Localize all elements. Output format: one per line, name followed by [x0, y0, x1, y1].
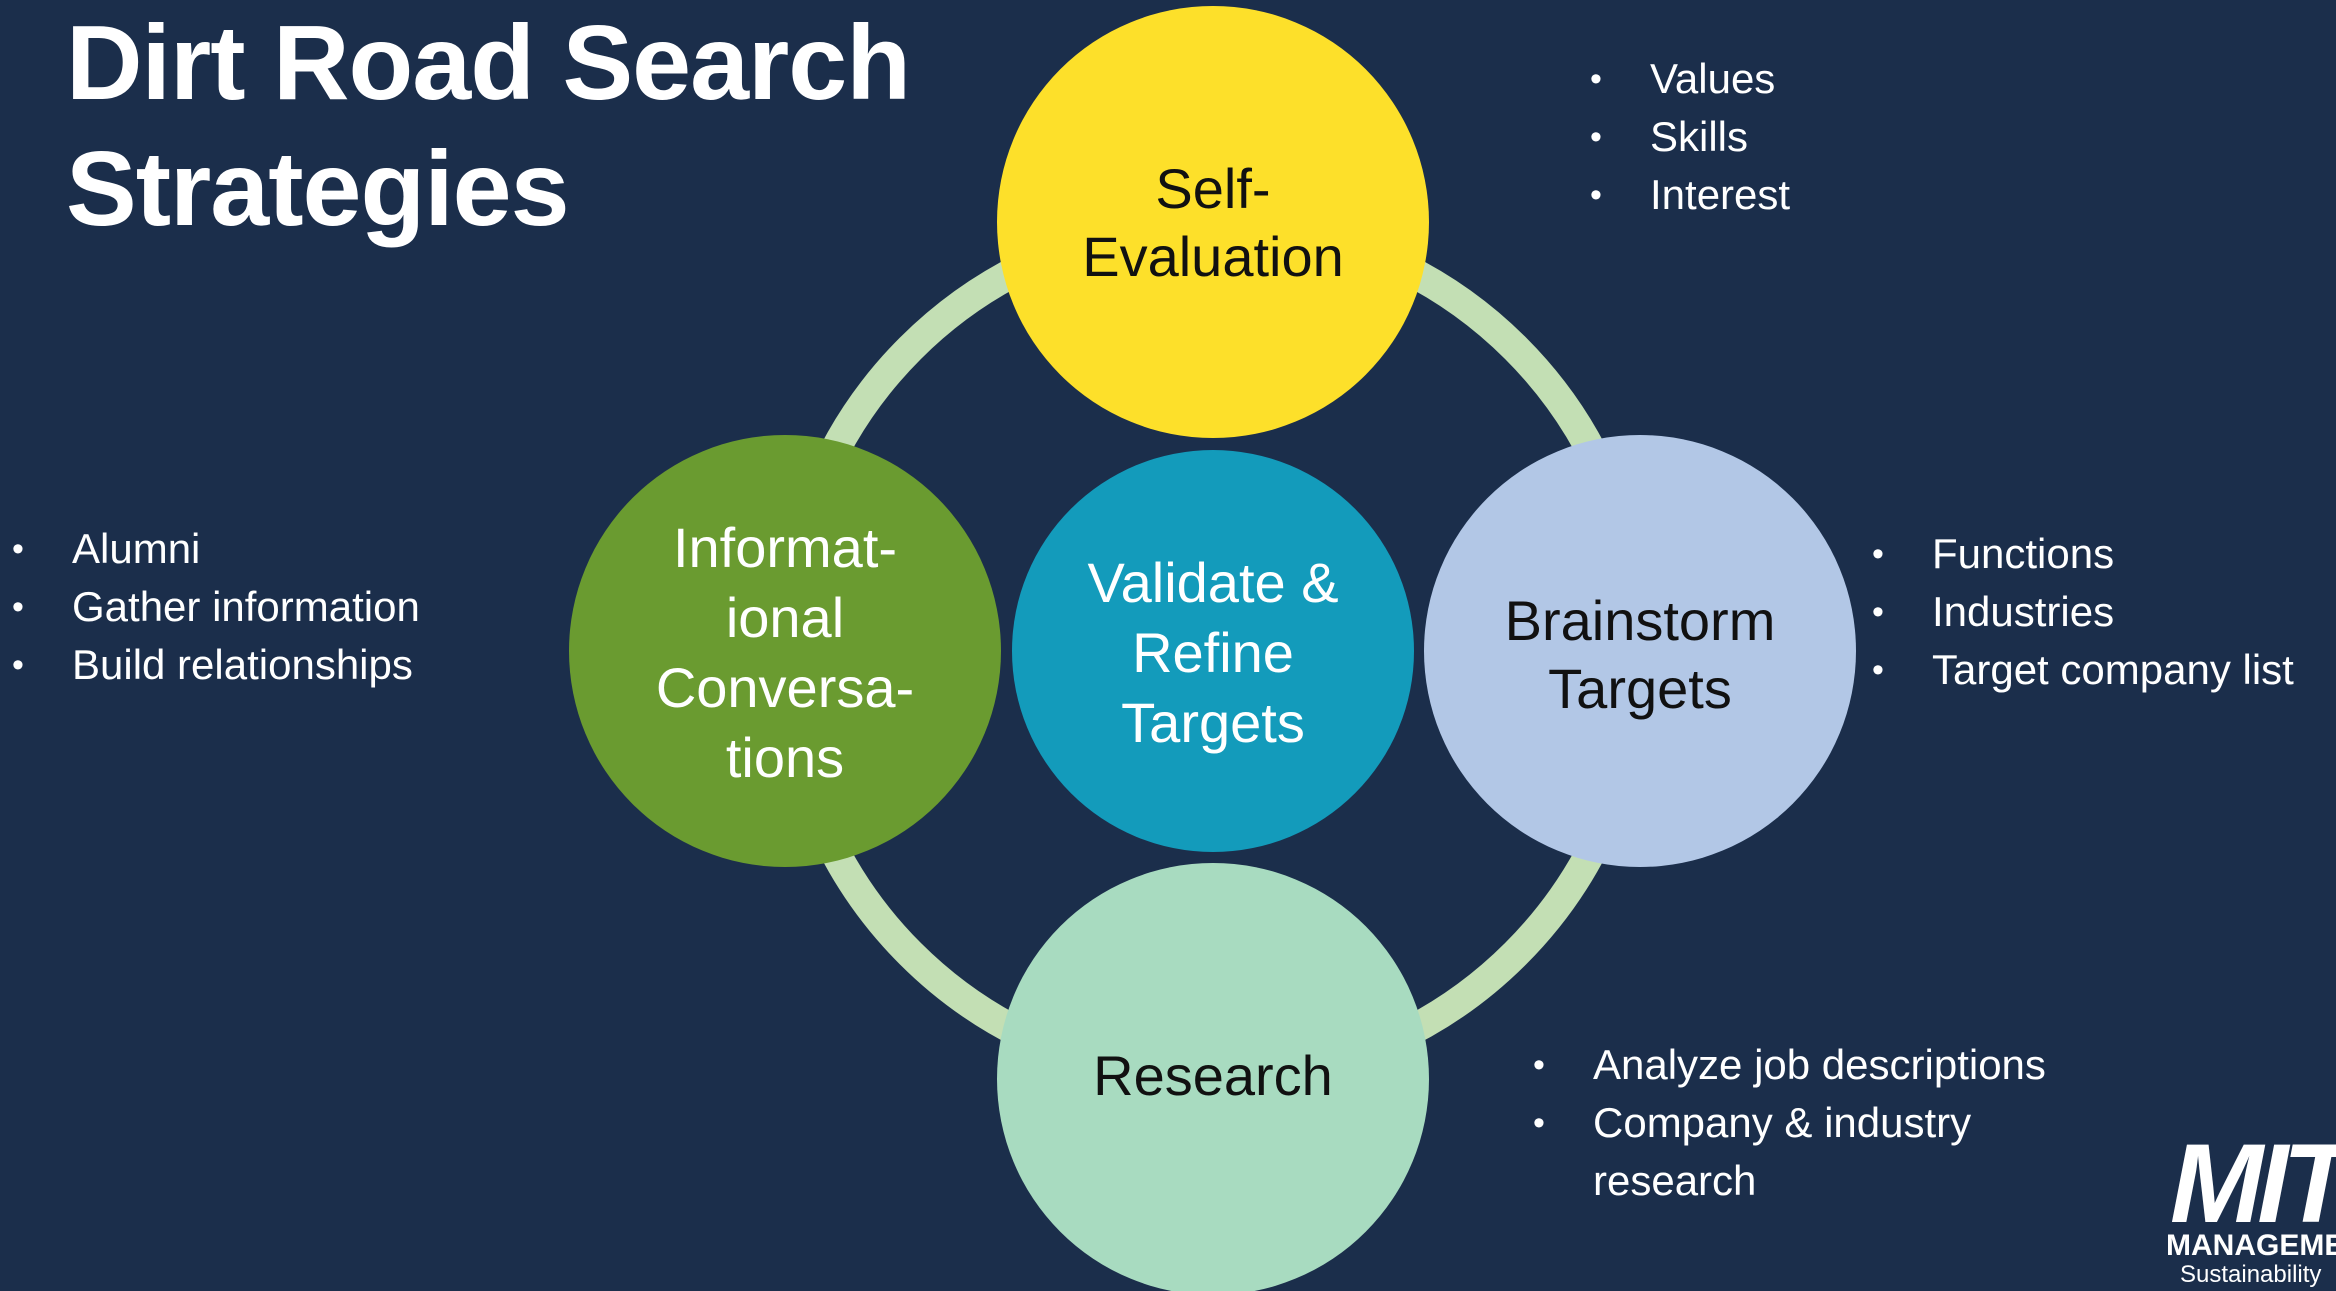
logo-mark: MIT [2170, 1138, 2336, 1246]
node-informational-conversations [569, 435, 1001, 867]
bullet-item: Gather information [12, 578, 420, 636]
slide-title-line-2: Strategies [66, 130, 570, 248]
mit-management-logo: MIT MANAGEMENT Sustainability [2166, 1138, 2336, 1291]
bullets-research: Analyze job descriptions Company & indus… [1533, 1036, 2046, 1210]
slide-title: Dirt Road Search Strategies [66, 0, 911, 252]
bullet-item: Target company list [1872, 641, 2294, 699]
bullet-item: Industries [1872, 583, 2294, 641]
node-brainstorm-targets [1424, 435, 1856, 867]
bullet-item: Analyze job descriptions [1533, 1036, 2046, 1094]
bullets-self-evaluation: Values Skills Interest [1590, 50, 1790, 224]
node-research [997, 863, 1429, 1291]
bullet-item-line-1: Company & industry [1593, 1099, 1972, 1146]
bullet-item: Alumni [12, 520, 420, 578]
bullet-item: Values [1590, 50, 1790, 108]
node-self-evaluation [997, 6, 1429, 438]
bullet-item: Company & industry research [1533, 1094, 2046, 1210]
bullets-informational-conversations: Alumni Gather information Build relation… [12, 520, 420, 694]
bullet-item: Build relationships [12, 636, 420, 694]
logo-line-2: Sustainability [2180, 1261, 2322, 1288]
logo-line-1: MANAGEMENT [2166, 1229, 2336, 1262]
bullet-item: Interest [1590, 166, 1790, 224]
bullet-item: Functions [1872, 525, 2294, 583]
bullet-item-line-2: research [1593, 1157, 1757, 1204]
node-validate-refine [1012, 450, 1414, 852]
slide-title-line-1: Dirt Road Search [66, 4, 911, 122]
bullet-item: Skills [1590, 108, 1790, 166]
bullets-brainstorm-targets: Functions Industries Target company list [1872, 525, 2294, 699]
